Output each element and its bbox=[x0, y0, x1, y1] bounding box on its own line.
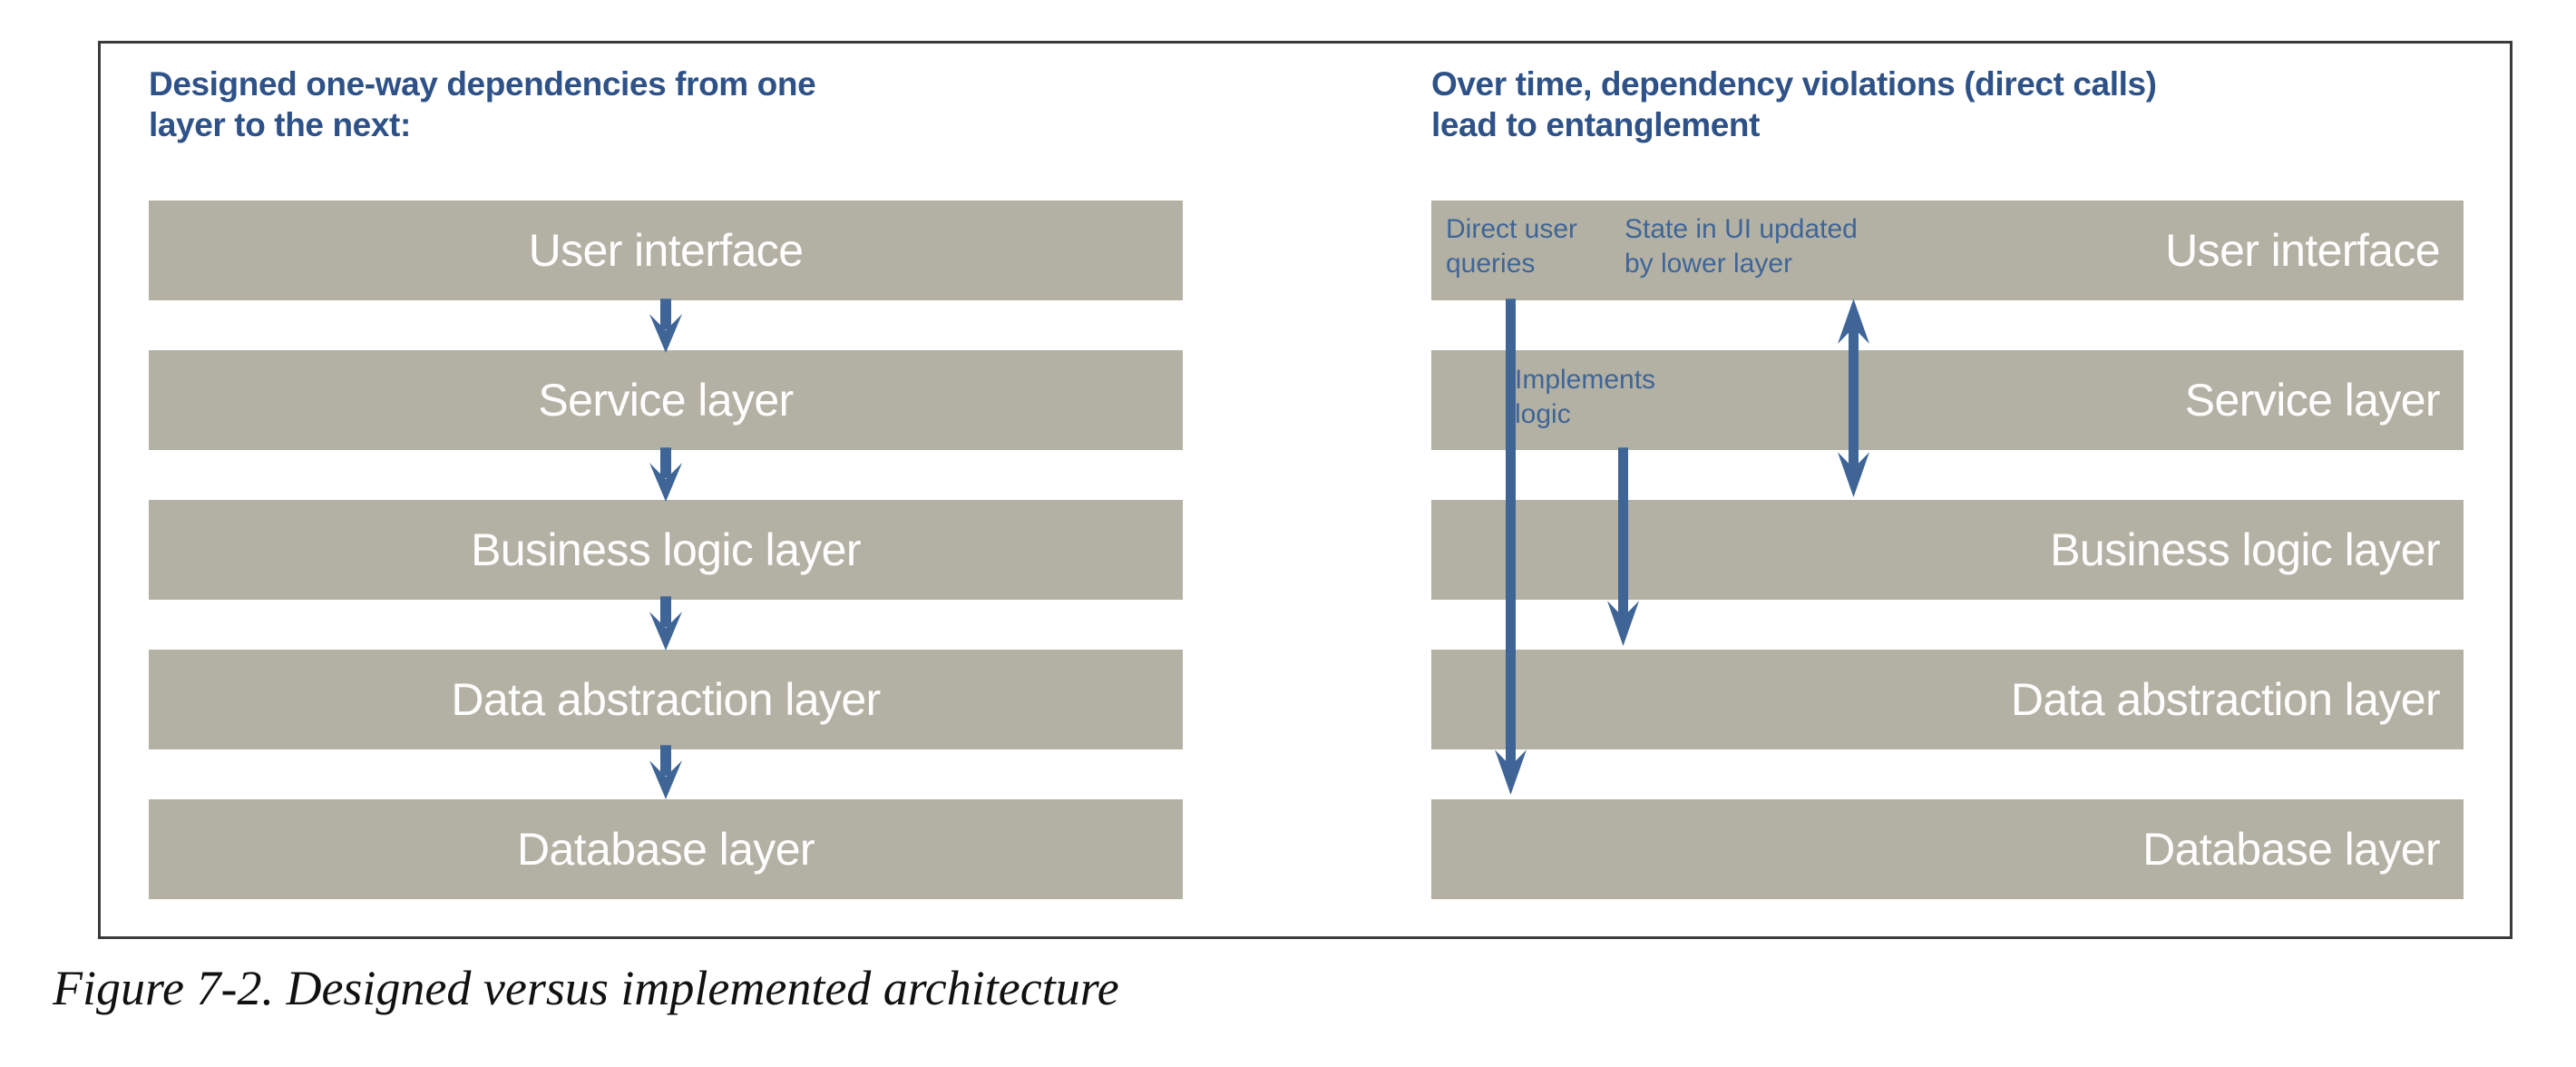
annotation-line-1: State in UI updated bbox=[1625, 214, 1858, 244]
right-panel-heading-line-1: Over time, dependency violations (direct… bbox=[1431, 65, 2157, 103]
layer-bar-service-layer[interactable]: Service layer bbox=[149, 350, 1183, 450]
layer-bar-label: Data abstraction layer bbox=[2010, 674, 2441, 725]
right-panel: Over time, dependency violations (direct… bbox=[1431, 44, 2464, 936]
left-panel-heading: Designed one-way dependencies from one l… bbox=[149, 64, 1183, 145]
layer-bar-label: User interface bbox=[528, 225, 804, 276]
layer-bar-label: Business logic layer bbox=[471, 524, 861, 575]
layer-bar-user-interface[interactable]: User interface bbox=[149, 201, 1183, 300]
layer-bar-business-logic-layer[interactable]: Business logic layer bbox=[1431, 500, 2464, 600]
right-panel-layer-stack: User interface Service layer Business lo… bbox=[1431, 44, 2464, 936]
left-panel: Designed one-way dependencies from one l… bbox=[149, 44, 1183, 936]
annotation-implements-logic: Implements logic bbox=[1515, 363, 1655, 431]
layer-bar-label: Database layer bbox=[2142, 824, 2441, 875]
annotation-direct-user-queries: Direct user queries bbox=[1446, 212, 1577, 280]
layer-bar-service-layer[interactable]: Service layer bbox=[1431, 350, 2464, 450]
annotation-state-in-ui-updated: State in UI updated by lower layer bbox=[1625, 212, 1858, 280]
figure-caption: Figure 7-2. Designed versus implemented … bbox=[53, 961, 1119, 1015]
layer-bar-data-abstraction-layer[interactable]: Data abstraction layer bbox=[1431, 650, 2464, 749]
right-panel-heading: Over time, dependency violations (direct… bbox=[1431, 64, 2464, 145]
layer-bar-user-interface[interactable]: User interface bbox=[1431, 201, 2464, 300]
annotation-line-2: by lower layer bbox=[1625, 248, 1793, 279]
layer-bar-label: User interface bbox=[2165, 225, 2440, 276]
layer-bar-business-logic-layer[interactable]: Business logic layer bbox=[149, 500, 1183, 600]
layer-bar-label: Data abstraction layer bbox=[451, 674, 881, 725]
layer-bar-label: Service layer bbox=[2184, 375, 2441, 426]
layer-bar-label: Database layer bbox=[517, 824, 815, 875]
layer-bar-label: Service layer bbox=[538, 375, 794, 426]
annotation-line-2: logic bbox=[1515, 398, 1571, 429]
left-panel-layer-stack: User interface Service layer Business lo… bbox=[149, 44, 1183, 936]
figure-frame: Designed one-way dependencies from one l… bbox=[98, 41, 2513, 939]
left-panel-heading-line-2: layer to the next: bbox=[149, 106, 411, 144]
right-panel-heading-line-2: lead to entanglement bbox=[1431, 106, 1761, 144]
annotation-line-2: queries bbox=[1446, 248, 1536, 279]
layer-bar-database-layer[interactable]: Database layer bbox=[1431, 799, 2464, 899]
annotation-line-1: Implements bbox=[1515, 365, 1656, 395]
annotation-line-1: Direct user bbox=[1446, 214, 1578, 244]
left-panel-heading-line-1: Designed one-way dependencies from one bbox=[149, 65, 816, 103]
layer-bar-database-layer[interactable]: Database layer bbox=[149, 799, 1183, 899]
layer-bar-data-abstraction-layer[interactable]: Data abstraction layer bbox=[149, 650, 1183, 749]
layer-bar-label: Business logic layer bbox=[2050, 524, 2440, 575]
